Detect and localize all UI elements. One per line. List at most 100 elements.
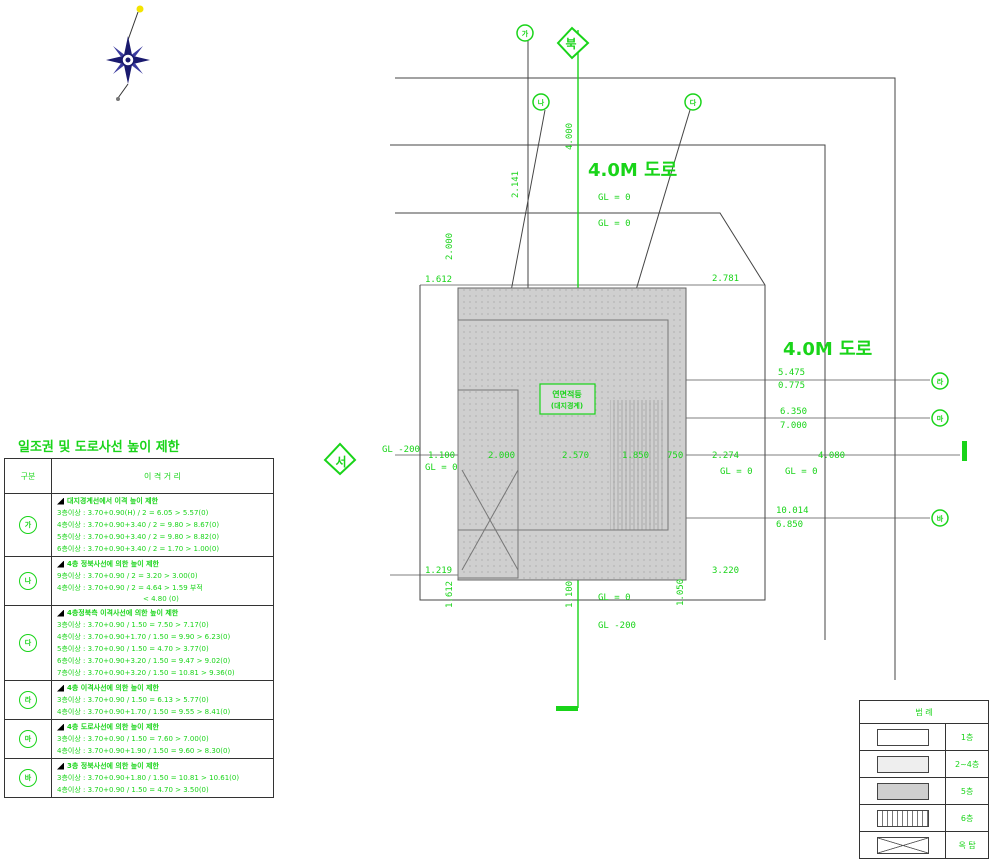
gl-4: GL = 0 <box>425 463 458 473</box>
dim-row-6: 2.274 <box>712 451 739 461</box>
dim-vert-bottom-1: 1.612 <box>445 581 455 608</box>
legend-title: 범 례 <box>859 700 989 724</box>
rule-table-header-no: 구분 <box>4 458 52 494</box>
legend-swatch-grey <box>876 782 929 800</box>
dim-top-right: 2.781 <box>712 274 739 284</box>
row-line: 4층이상 : 3.70+0.90+1.90 / 1.50 = 9.60 > 8.… <box>57 747 231 755</box>
row-mark: 나 <box>19 572 37 590</box>
dim-row-3: 2.570 <box>562 451 589 461</box>
dim-vert-bottom-2: 1.100 <box>565 581 575 608</box>
road-label-top: 4.0M 도로 <box>588 160 677 181</box>
legend-swatch-plain <box>876 728 929 746</box>
row-line: 4층이상 : 3.70+0.90+1.70 / 1.50 = 9.90 > 6.… <box>57 633 231 641</box>
row-line: 3층이상 : 3.70+0.90(H) / 2 = 6.05 > 5.57(0) <box>57 509 209 517</box>
dim-right-a2: 0.775 <box>778 381 805 391</box>
legend-table: 범 례 1층 2~4층 5층 6층 옥 탑 <box>858 700 989 859</box>
dim-row-2: 2.000 <box>488 451 515 461</box>
row-line: 9층이상 : 3.70+0.90 / 2 = 3.20 > 3.00(0) <box>57 572 198 580</box>
dim-vert-bottom-3: 1.050 <box>676 579 686 606</box>
compass-rose-icon <box>106 5 150 101</box>
row-mark: 마 <box>19 730 37 748</box>
dim-right-a: 5.475 <box>778 368 805 378</box>
row-line: 6층이상 : 3.70+0.90+3.40 / 2 = 1.70 > 1.00(… <box>57 545 220 553</box>
legend-item: 5층 <box>858 777 989 805</box>
east-end-mark <box>962 441 967 461</box>
row-heading: 4층 이격사선에 의한 높이 제한 <box>53 682 272 694</box>
marker-3: 다 <box>690 98 697 107</box>
dim-bottom-right: 3.220 <box>712 566 739 576</box>
dim-row-5: 750 <box>667 451 683 461</box>
row-line: 4층이상 : 3.70+0.90+1.70 / 1.50 = 9.55 > 8.… <box>57 708 231 716</box>
table-row: 가 대지경계선에서 이격 높이 제한 3층이상 : 3.70+0.90(H) /… <box>4 493 274 557</box>
dimension-labels: 1.612 2.781 5.475 0.775 6.350 7.000 1.10… <box>382 123 845 631</box>
row-line: 5층이상 : 3.70+0.90 / 1.50 = 4.70 > 3.77(0) <box>57 645 209 653</box>
table-row: 나 4층 정북사선에 의한 높이 제한 9층이상 : 3.70+0.90 / 2… <box>4 556 274 606</box>
road-label-right: 4.0M 도로 <box>783 339 872 360</box>
row-line: 3층이상 : 3.70+0.90 / 1.50 = 7.60 > 7.00(0) <box>57 735 209 743</box>
legend-item: 옥 탑 <box>858 831 989 859</box>
gl-3: GL -200 <box>382 445 420 455</box>
dim-row-1: 1.100 <box>428 451 455 461</box>
marker-4: 라 <box>937 377 944 386</box>
row-heading: 4층정북측 이격사선에 의한 높이 제한 <box>53 607 272 619</box>
rule-table-title: 일조권 및 도로사선 높이 제한 <box>18 440 180 455</box>
dim-top-left: 1.612 <box>425 275 452 285</box>
north-marker-icon <box>556 26 590 60</box>
legend-label: 5층 <box>945 777 989 805</box>
dim-bottom-left: 1.219 <box>425 566 452 576</box>
legend-swatch-light <box>876 755 929 773</box>
table-row: 라 4층 이격사선에 의한 높이 제한 3층이상 : 3.70+0.90 / 1… <box>4 680 274 720</box>
table-row: 다 4층정북측 이격사선에 의한 높이 제한 3층이상 : 3.70+0.90 … <box>4 605 274 681</box>
table-row: 바 3층 정북사선에 의한 높이 제한 3층이상 : 3.70+0.90+1.8… <box>4 758 274 798</box>
dim-lower-right-a: 10.014 <box>776 506 809 516</box>
dim-row-4: 1.850 <box>622 451 649 461</box>
west-marker-icon <box>323 442 357 476</box>
table-row: 마 4층 도로사선에 의한 높이 제한 3층이상 : 3.70+0.90 / 1… <box>4 719 274 759</box>
dim-right-b2: 7.000 <box>780 421 807 431</box>
legend-item: 1층 <box>858 723 989 751</box>
west-label: 서 <box>335 454 346 469</box>
legend-label: 2~4층 <box>945 750 989 778</box>
row-line: 3층이상 : 3.70+0.90 / 1.50 = 6.13 > 5.77(0) <box>57 696 209 704</box>
dim-vert-left-1: 2.141 <box>511 171 521 198</box>
row-heading: 4층 정북사선에 의한 높이 제한 <box>53 558 272 570</box>
gl-2: GL = 0 <box>598 219 631 229</box>
marker-6: 바 <box>937 514 944 523</box>
legend-label: 6층 <box>945 804 989 832</box>
marker-1: 가 <box>522 29 529 38</box>
row-line: 7층이상 : 3.70+0.90+3.20 / 1.50 = 10.81 > 9… <box>57 669 235 677</box>
row-line: 4층이상 : 3.70+0.90+3.40 / 2 = 9.80 > 8.67(… <box>57 521 220 529</box>
legend-label: 1층 <box>945 723 989 751</box>
row-mark: 가 <box>19 516 37 534</box>
legend-swatch-stripes <box>876 809 929 827</box>
marker-5: 마 <box>937 414 944 423</box>
center-building-line1: 연면적등 <box>552 389 582 399</box>
building-site <box>457 287 687 581</box>
dim-lower-right-b: 6.850 <box>776 520 803 530</box>
marker-circles <box>516 24 949 527</box>
row-line: 4층이상 : 3.70+0.90 / 2 = 4.64 > 1.59 부적 <box>57 584 203 592</box>
row-heading: 4층 도로사선에 의한 높이 제한 <box>53 721 272 733</box>
row-heading: 대지경계선에서 이격 높이 제한 <box>53 495 272 507</box>
dim-vert-left-2: 2.000 <box>445 233 455 260</box>
gl-7: GL = 0 <box>720 467 753 477</box>
row-mark: 바 <box>19 769 37 787</box>
legend-label: 옥 탑 <box>945 831 989 859</box>
row-mark: 라 <box>19 691 37 709</box>
row-heading: 3층 정북사선에 의한 높이 제한 <box>53 760 272 772</box>
row-mark: 다 <box>19 634 37 652</box>
marker-2: 나 <box>538 98 545 107</box>
north-label: 북 <box>565 37 576 51</box>
row-line: 3층이상 : 3.70+0.90 / 1.50 = 7.50 > 7.17(0) <box>57 621 209 629</box>
row-line: 4층이상 : 3.70+0.90 / 1.50 = 4.70 > 3.50(0) <box>57 786 209 794</box>
gl-5: GL = 0 <box>598 593 631 603</box>
gl-8: GL = 0 <box>785 467 818 477</box>
dim-row-7: 4.080 <box>818 451 845 461</box>
legend-item: 2~4층 <box>858 750 989 778</box>
rule-table: 구분 이 격 거 리 가 대지경계선에서 이격 높이 제한 3층이상 : 3.7… <box>4 458 274 798</box>
gl-6: GL -200 <box>598 621 636 631</box>
row-line: 6층이상 : 3.70+0.90+3.20 / 1.50 = 9.47 > 9.… <box>57 657 231 665</box>
row-line: 5층이상 : 3.70+0.90+3.40 / 2 = 9.80 > 8.82(… <box>57 533 220 541</box>
center-building-line2: (대지경계) <box>551 401 583 410</box>
